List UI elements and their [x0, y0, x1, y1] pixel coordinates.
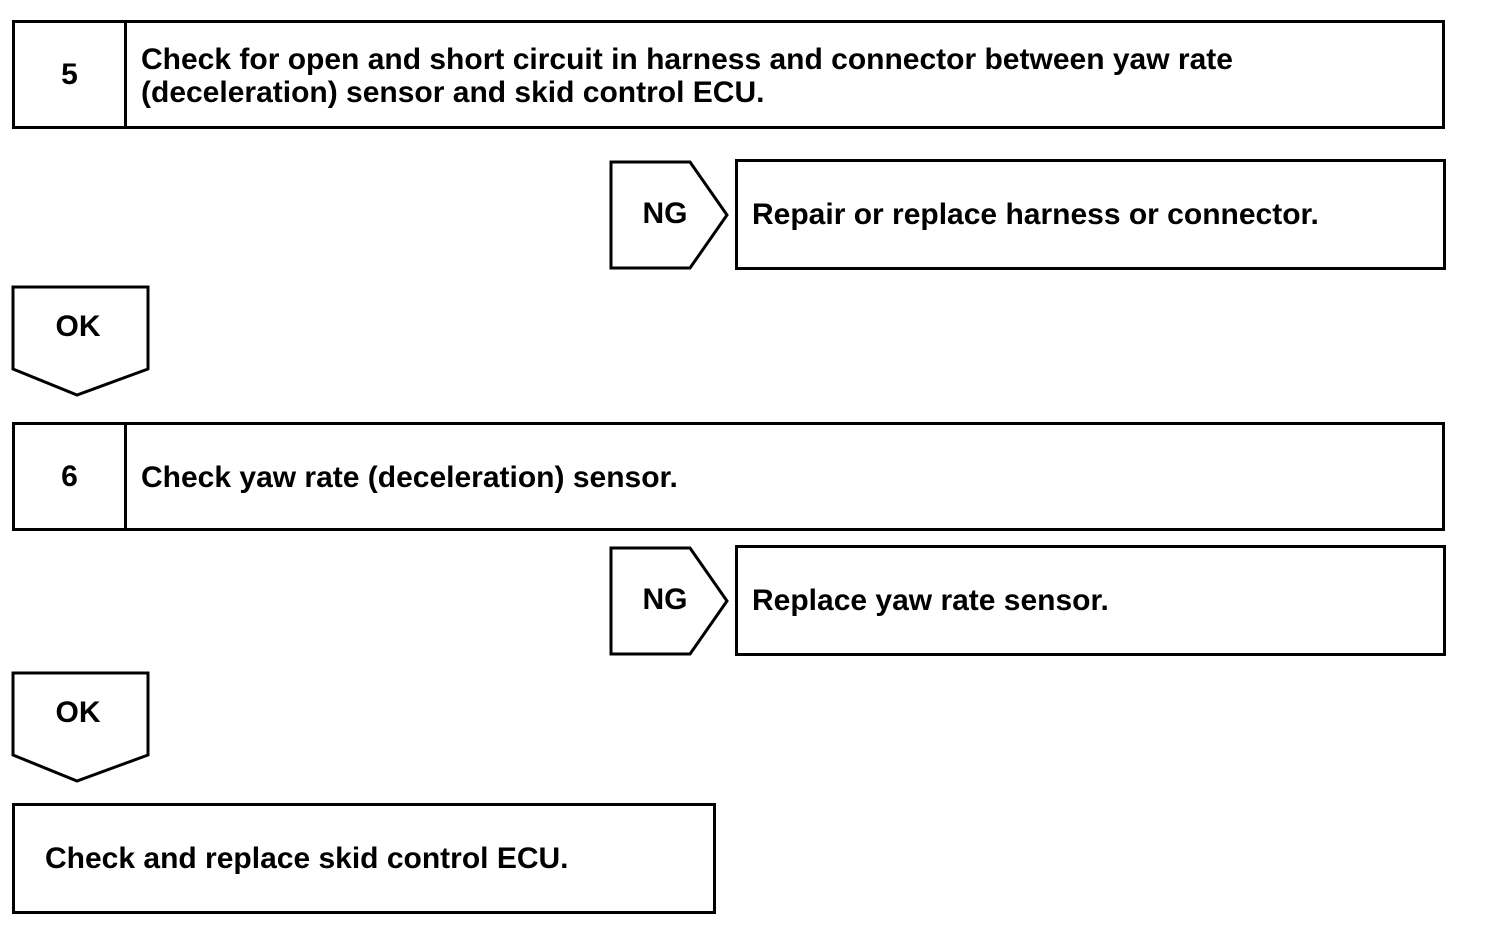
step-6-ok-arrow: [11, 671, 150, 783]
final-action-text: Check and replace skid control ECU.: [45, 841, 569, 875]
step-5-text-line2: (deceleration) sensor and skid control E…: [141, 76, 765, 109]
step-5-box: 5 Check for open and short circuit in ha…: [12, 20, 1445, 129]
step-6-text: Check yaw rate (deceleration) sensor.: [141, 461, 678, 494]
step-5-ok-arrow: [11, 285, 150, 397]
step-6-box: 6 Check yaw rate (deceleration) sensor.: [12, 422, 1445, 531]
step-5-number: 5: [15, 23, 127, 126]
step-6-ng-action: Replace yaw rate sensor.: [752, 583, 1109, 617]
step-5-text-line1: Check for open and short circuit in harn…: [141, 43, 1233, 76]
step-6-ok-label: OK: [55, 696, 101, 729]
step-5-ng-arrow: [609, 160, 729, 270]
step-5-text: Check for open and short circuit in harn…: [141, 43, 1382, 109]
step-6-ng-label: NG: [642, 583, 688, 616]
step-5-ng-action: Repair or replace harness or connector.: [752, 197, 1319, 231]
step-5-ok-label: OK: [55, 310, 101, 343]
step-6-ng-arrow: [609, 546, 729, 656]
step-5-ng-label: NG: [642, 197, 688, 230]
step-6-ng-action-box: Replace yaw rate sensor.: [735, 545, 1446, 656]
step-6-number: 6: [15, 425, 127, 528]
final-action-box: Check and replace skid control ECU.: [12, 803, 716, 914]
step-5-ng-action-box: Repair or replace harness or connector.: [735, 159, 1446, 270]
